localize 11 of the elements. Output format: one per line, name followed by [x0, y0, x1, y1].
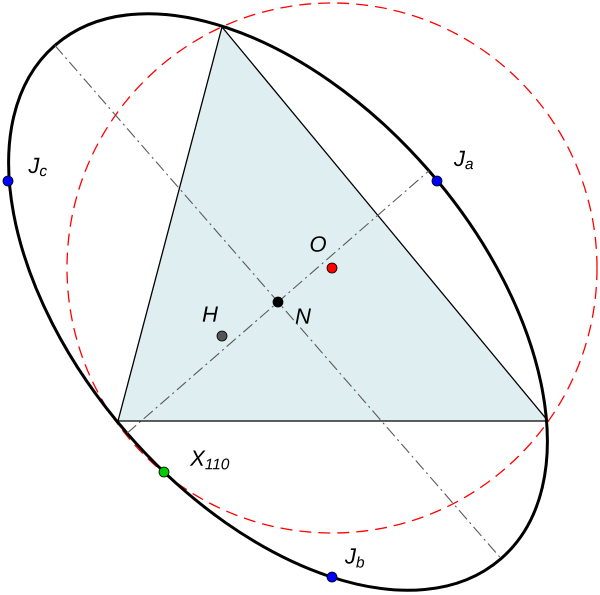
- point-label: O: [310, 236, 326, 252]
- point-label: J$_{c}$: [28, 158, 47, 176]
- point-dot: [326, 572, 338, 582]
- point-label: J$_{a}$: [454, 150, 474, 170]
- point-label: N: [296, 308, 311, 324]
- point-dot: [432, 176, 442, 186]
- point-dot: [2, 176, 14, 186]
- point-label: J$_{b}$: [344, 548, 364, 568]
- point-dot: [158, 466, 170, 478]
- point-label: X$_{110}$: [190, 450, 230, 470]
- point-label: H: [202, 306, 218, 322]
